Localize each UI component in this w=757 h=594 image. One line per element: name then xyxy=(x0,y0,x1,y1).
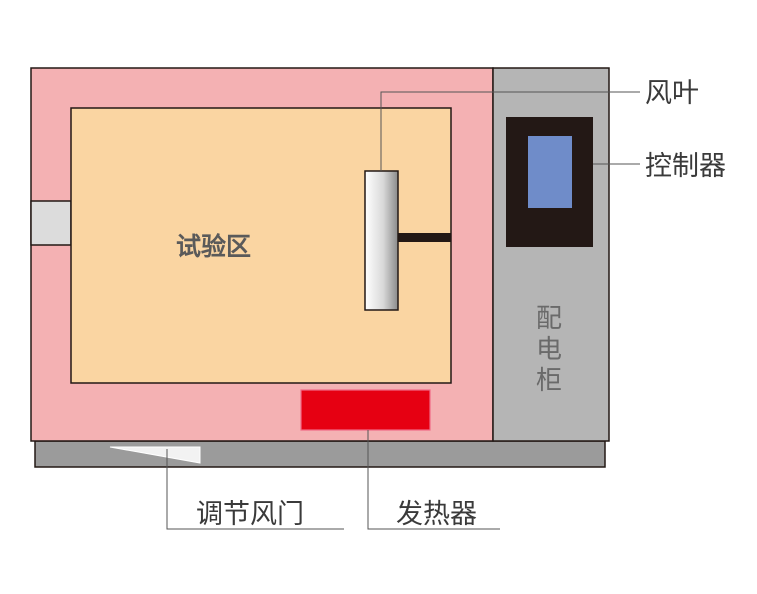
damper-wedge xyxy=(109,446,201,464)
controller-label: 控制器 xyxy=(645,151,726,182)
cabinet-label-char-3: 柜 xyxy=(536,366,562,396)
fan-blade-label: 风叶 xyxy=(645,78,699,109)
controller-screen xyxy=(528,136,572,208)
leader-lines xyxy=(166,91,640,530)
fan-shaft xyxy=(398,233,451,242)
fan-blade xyxy=(364,170,399,311)
leader-fan xyxy=(380,91,640,171)
heater xyxy=(300,389,431,431)
damper-label: 调节风门 xyxy=(196,499,304,530)
side-port xyxy=(30,200,72,246)
base-plate xyxy=(34,440,606,468)
cabinet-label-char-2: 电 xyxy=(536,335,562,365)
test-zone-label: 试验区 xyxy=(176,232,251,261)
cabinet-label-char-1: 配 xyxy=(536,304,562,334)
heater-label: 发热器 xyxy=(396,499,477,530)
leader-damper xyxy=(166,449,344,530)
leader-heater xyxy=(367,430,500,530)
